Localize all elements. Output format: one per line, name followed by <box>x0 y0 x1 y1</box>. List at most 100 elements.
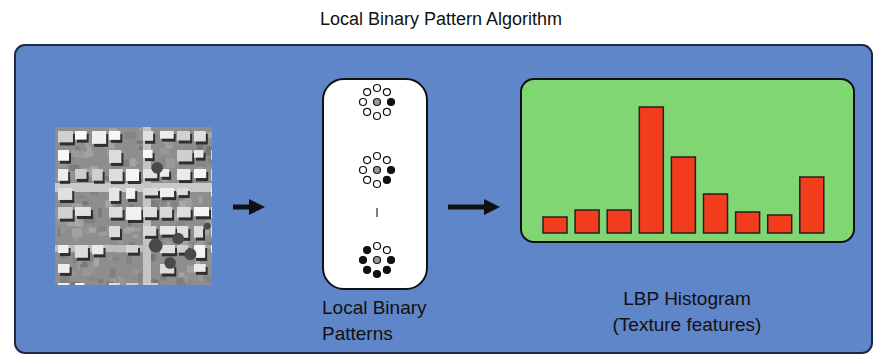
ground-speck <box>60 275 70 283</box>
building-roof <box>75 245 88 258</box>
histogram-box: LBP Histogram (Texture features) <box>520 78 855 243</box>
building-roof <box>177 150 192 161</box>
histogram-bar <box>800 177 824 233</box>
pattern-icons <box>324 80 426 288</box>
ground-speck <box>183 199 192 207</box>
building-roof <box>143 207 157 217</box>
node-label: LBP Histogram (Texture features) <box>587 286 787 337</box>
set-bit <box>383 176 390 183</box>
building-roof <box>194 150 204 158</box>
building-roof <box>194 169 206 178</box>
ground-speck <box>208 132 212 138</box>
clear-bit <box>374 181 381 188</box>
ground-speck <box>138 273 141 282</box>
building-roof <box>58 283 69 285</box>
building-roof <box>143 131 153 141</box>
building-roof <box>58 188 72 200</box>
tree <box>164 257 176 269</box>
ground-speck <box>206 254 212 259</box>
building-roof <box>126 207 141 220</box>
histogram-bar <box>671 157 695 233</box>
diagram-title: Local Binary Pattern Algorithm <box>0 9 882 30</box>
building-roof <box>211 245 212 253</box>
building-roof <box>143 226 156 236</box>
aerial-image <box>55 127 212 285</box>
ground-speck <box>58 228 61 236</box>
clear-bit <box>360 99 367 106</box>
building-roof <box>109 207 123 218</box>
tree <box>184 248 196 260</box>
building-roof <box>75 283 84 285</box>
building-roof <box>194 264 206 272</box>
blue-panel <box>15 45 872 353</box>
flow-arrow <box>448 205 484 210</box>
ground-speck <box>113 257 120 260</box>
building-roof <box>109 131 120 140</box>
clear-bit <box>374 243 381 250</box>
ground-speck <box>90 151 94 156</box>
histogram-bar <box>736 212 760 233</box>
pattern-box: Local Binary Patterns <box>322 78 428 290</box>
ground-speck <box>208 201 212 206</box>
histogram-bar <box>543 217 567 233</box>
building-roof <box>143 283 158 285</box>
set-bit <box>388 167 395 174</box>
building-roof <box>58 150 69 161</box>
building-roof <box>160 188 174 197</box>
set-bit <box>383 266 390 273</box>
ground-speck <box>187 145 197 150</box>
building-roof <box>92 169 103 181</box>
ground-speck <box>72 150 80 157</box>
building-roof <box>177 188 188 195</box>
ground-speck <box>77 261 80 271</box>
lbp-pattern <box>360 243 395 278</box>
clear-bit <box>360 167 367 174</box>
building-roof <box>211 226 212 237</box>
set-bit <box>364 247 371 254</box>
building-roof <box>126 169 139 181</box>
building-roof <box>160 131 174 139</box>
set-bit <box>364 266 371 273</box>
clear-bit <box>364 176 371 183</box>
ground-speck <box>71 203 81 206</box>
building-roof <box>75 207 91 216</box>
tree <box>172 233 184 245</box>
ground-speck <box>132 161 139 164</box>
ground-speck <box>126 227 134 232</box>
ground-speck <box>139 146 142 150</box>
building-roof <box>194 131 206 141</box>
ground-speck <box>133 235 138 239</box>
clear-bit <box>364 157 371 164</box>
clear-bit <box>374 113 381 120</box>
histogram-chart <box>522 80 853 241</box>
ground-speck <box>110 269 116 278</box>
ground-speck <box>98 208 102 218</box>
building-roof <box>177 207 191 217</box>
building-roof <box>194 207 209 216</box>
clear-bit <box>364 108 371 115</box>
building-roof <box>109 169 123 181</box>
ground-speck <box>187 242 191 245</box>
building-roof <box>177 169 190 180</box>
ground-speck <box>98 279 103 283</box>
building-roof <box>126 188 135 199</box>
building-roof <box>92 131 106 144</box>
clear-bit <box>383 247 390 254</box>
clear-bit <box>383 108 390 115</box>
tree <box>151 162 163 174</box>
building-roof <box>211 169 212 181</box>
building-roof <box>58 131 73 142</box>
set-bit <box>388 99 395 106</box>
arrow-head <box>249 199 265 215</box>
center-pixel <box>374 99 381 106</box>
building-roof <box>160 207 172 218</box>
ground-speck <box>160 148 169 154</box>
building-roof <box>75 131 87 140</box>
lbp-pattern <box>360 153 395 188</box>
arrow-shaft <box>233 205 251 210</box>
ground-speck <box>165 145 173 149</box>
node-label: Local Binary Patterns <box>322 295 462 346</box>
clear-bit <box>374 85 381 92</box>
image-ground <box>55 127 212 285</box>
ground-speck <box>207 276 212 282</box>
